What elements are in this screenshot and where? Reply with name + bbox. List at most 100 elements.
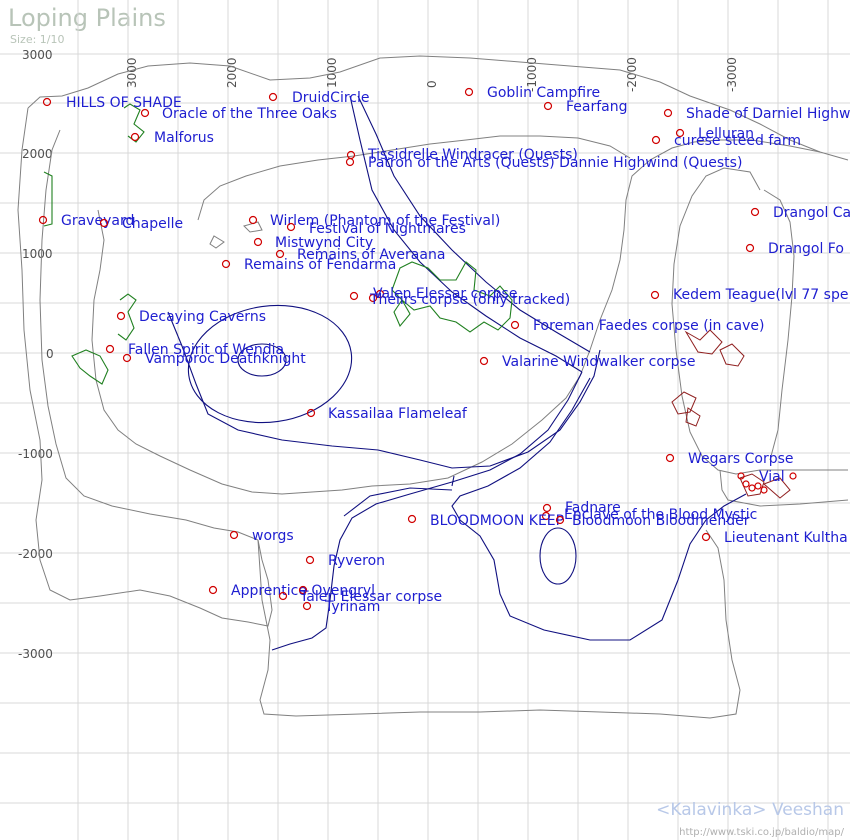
poi-oracle[interactable]: Oracle of the Three Oaks [140,106,337,122]
poi-label: curese steed farm [674,133,801,149]
poi-tyrinam[interactable]: Tyrinam [302,599,381,615]
poi-remains-of-averaana[interactable]: Remains of Averaana [275,247,446,263]
poi-label: Mistwynd City [275,235,373,251]
poi-festival-of-nightmares[interactable]: Festival of Nightmares [286,221,466,237]
poi-foreman-faedes[interactable]: Foreman Faedes corpse (in cave) [510,318,765,334]
poi-talen-elessar[interactable]: Talen Elessar corpse [278,585,443,606]
poi-label: Fallen Spirit of Wendia [128,342,284,358]
poi-label: Vamporoc Deathknight [145,351,306,367]
poi-layer: HILLS OF SHADE DruidCircle Oracle of the… [38,85,850,615]
poi-fadnare[interactable]: Fadnare [542,500,621,516]
poi-label: Apprentice Ovengryl [231,583,375,599]
y-tick: -1000 [18,447,53,461]
x-tick: 3000 [125,57,139,88]
poi-label: Vial [759,469,785,485]
poi-ryveron[interactable]: Ryveron [305,553,386,569]
poi-label: Shade of Darniel Highw [686,106,850,122]
poi-shade-of-darniel[interactable]: Shade of Darniel Highw [663,106,850,122]
map-scale: Size: 1/10 [10,33,65,46]
poi-marker [760,486,768,494]
poi-marker [122,353,132,363]
poi-decaying-caverns[interactable]: Decaying Caverns [116,309,266,325]
y-axis-labels: 3000 2000 1000 0 -1000 -2000 -3000 [18,48,54,661]
poi-theiirs-corpse[interactable]: Valen Elessar corpse Theiirs corpse (onl… [349,286,571,308]
poi-vial-cluster[interactable]: Vial [737,469,797,494]
poi-lelluran[interactable]: Lelluran [675,126,755,142]
poi-label: DruidCircle [292,90,370,106]
poi-marker [221,259,231,269]
poi-malforus[interactable]: Malforus [130,130,214,146]
poi-wegars-corpse[interactable]: Wegars Corpse [665,451,794,467]
poi-label: Talen Elessar corpse [299,589,442,605]
x-tick: -3000 [725,57,739,92]
poi-marker [368,293,378,303]
poi-marker [375,289,385,299]
poi-worgs[interactable]: worgs [229,528,294,544]
x-axis-labels: 3000 2000 1000 0 -1000 -2000 -3000 [125,57,739,92]
poi-marker [663,108,673,118]
x-tick: -2000 [625,57,639,92]
poi-label: Ryveron [328,553,385,569]
poi-apprentice-ovengryl[interactable]: Apprentice Ovengryl [208,583,376,599]
poi-marker [116,311,126,321]
y-tick: 1000 [22,247,53,261]
poi-label: Kedem Teague(lvl 77 spe [673,287,848,303]
poi-marker [745,243,755,253]
poi-marker [349,291,359,301]
poi-label: Kassailaa Flameleaf [328,406,468,422]
poi-label: Graveyard [61,213,134,229]
poi-marker [665,453,675,463]
poi-curese-steed-farm[interactable]: curese steed farm [651,133,802,149]
poi-graveyard[interactable]: Graveyard [38,213,135,229]
poi-label: Fadnare [565,500,621,516]
map-title: Loping Plains [8,4,166,32]
poi-drangol-ca[interactable]: Drangol Ca [750,205,850,221]
poi-kassailaa[interactable]: Kassailaa Flameleaf [306,406,468,422]
poi-marker [208,585,218,595]
poi-label: Decaying Caverns [139,309,266,325]
poi-druidcircle[interactable]: DruidCircle [268,90,370,106]
poi-bloodmoon-keep[interactable]: BLOODMOON KEEP [407,513,565,529]
poi-remains-of-fendarma[interactable]: Remains of Fendarma [221,257,397,273]
poi-patron-of-the-arts[interactable]: Patron of the Arts (Quests) Dannie Highw… [345,155,743,171]
poi-marker [345,157,355,167]
map-source-url[interactable]: http://www.tski.co.jp/baldio/map/ [679,827,844,838]
poi-vamporoc[interactable]: Vamporoc Deathknight [122,351,307,367]
poi-enclave-blood-mystic[interactable]: Enclave of the Blood Mystic [541,507,758,523]
poi-label: Lelluran [698,126,754,142]
poi-label: Festival of Nightmares [309,221,466,237]
poi-label: Fearfang [566,99,628,115]
poi-goblin-campfire[interactable]: Goblin Campfire [464,85,601,101]
poi-hills-of-shade[interactable]: HILLS OF SHADE [42,95,182,111]
poi-wirlem[interactable]: Wirlem (Phantom of the Festival) [248,213,501,229]
poi-marker [99,218,109,228]
poi-label: Oracle of the Three Oaks [162,106,337,122]
poi-marker [407,514,417,524]
poi-chapelle[interactable]: Chapelle [99,216,184,232]
poi-marker [555,515,565,525]
poi-label: Valen Elessar corpse [373,286,517,302]
poi-marker [248,215,258,225]
poi-drangol-fo[interactable]: Drangol Fo [745,241,844,257]
x-tick: 2000 [225,57,239,88]
poi-marker [286,222,296,232]
poi-marker [701,532,711,542]
poi-marker [140,108,150,118]
poi-label: Tyrinam [324,599,380,615]
poi-marker [742,480,750,488]
poi-label: Goblin Campfire [487,85,600,101]
poi-bloodmoon-bloodmender[interactable]: Bloodmoon Bloodmender [555,513,750,529]
poi-kedem-teague[interactable]: Kedem Teague(lvl 77 spe [650,287,849,303]
poi-marker [42,97,52,107]
poi-marker [675,128,685,138]
poi-fearfang[interactable]: Fearfang [543,99,628,115]
poi-fallen-spirit[interactable]: Fallen Spirit of Wendia [105,342,285,358]
poi-marker [748,484,756,492]
poi-mistwynd-city[interactable]: Mistwynd City [253,235,374,251]
poi-lieutenant-kultha[interactable]: Lieutenant Kultha [701,530,848,546]
poi-marker [275,249,285,259]
poi-valarine[interactable]: Valarine Windwalker corpse [479,354,696,370]
